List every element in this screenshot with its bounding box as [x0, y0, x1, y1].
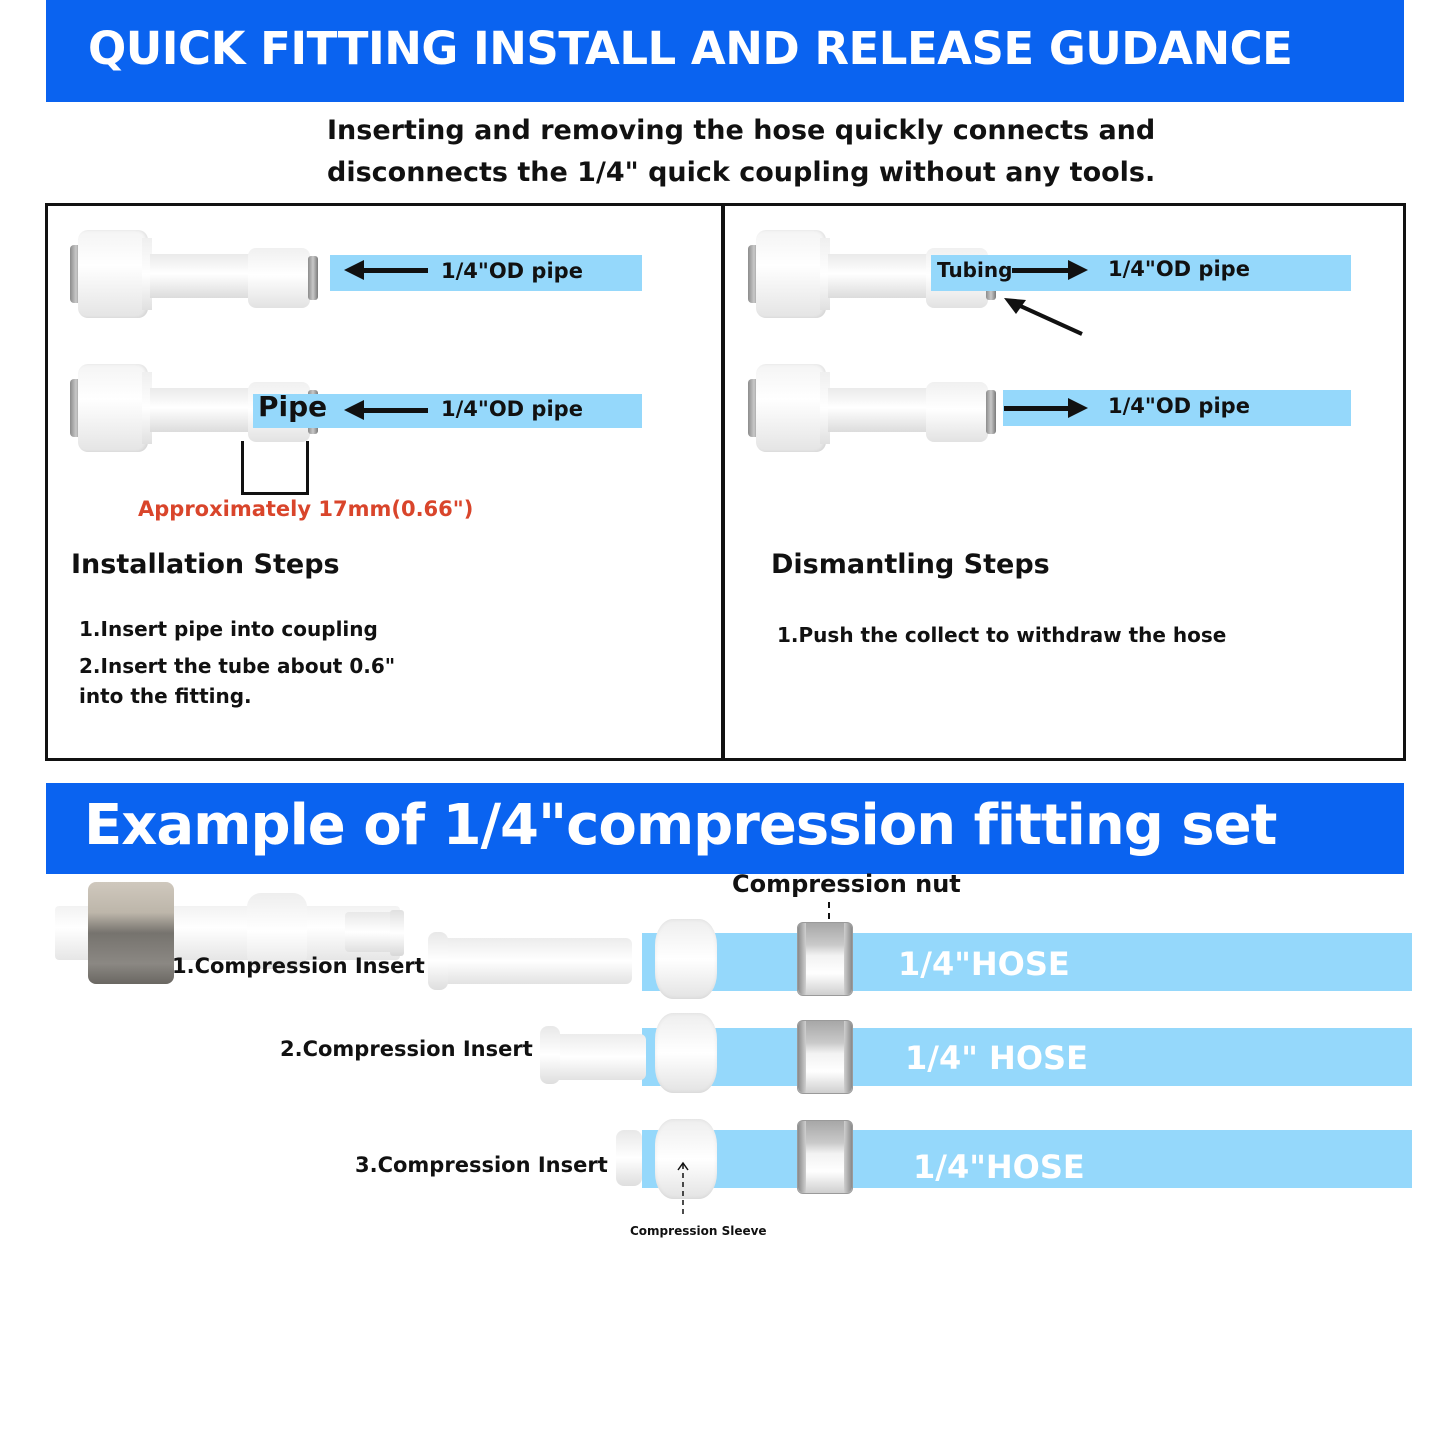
compression-sleeve-icon: [655, 919, 717, 999]
hose-bar-1: [642, 933, 1412, 991]
up-arrow-icon: [677, 1161, 689, 1218]
insert-flange-icon: [616, 1130, 642, 1186]
pipe-bar: [330, 255, 642, 291]
quick-fitting-icon: [748, 352, 998, 462]
header-subtitle: Inserting and removing the hose quickly …: [327, 110, 1155, 194]
compression-sleeve-callout: Compression Sleeve: [630, 1224, 767, 1238]
compression-nut-callout: Compression nut: [732, 870, 961, 898]
hose-label-1: 1/4"HOSE: [898, 945, 1070, 983]
compression-banner: Example of 1/4"compression fitting set: [46, 783, 1404, 874]
insert-flange-icon: [428, 932, 448, 990]
installation-title: Installation Steps: [71, 549, 340, 580]
dimension-note: Approximately 17mm(0.66"): [138, 497, 474, 521]
arrow-right-icon: [1004, 398, 1088, 418]
installation-step-1: 1.Insert pipe into coupling: [79, 617, 378, 641]
pipe-label: 1/4"OD pipe: [1108, 257, 1250, 281]
insert-photo: [345, 912, 395, 952]
insert-label-3: 3.Compression Insert: [355, 1153, 608, 1177]
pipe-label: 1/4"OD pipe: [441, 397, 583, 421]
compression-nut-icon: [797, 922, 853, 996]
sleeve-photo: [247, 893, 307, 969]
hose-label-3: 1/4"HOSE: [913, 1148, 1085, 1186]
compression-insert-icon: [550, 1034, 646, 1080]
compression-insert-icon: [440, 938, 632, 984]
compression-nut-icon: [797, 1020, 853, 1094]
pipe-tag: Pipe: [258, 390, 328, 423]
dimension-bracket: [241, 441, 309, 495]
compression-nut-icon: [797, 1120, 853, 1194]
compression-sleeve-icon: [655, 1119, 717, 1199]
installation-step-2-cont: into the fitting.: [79, 684, 252, 708]
pipe-label: 1/4"OD pipe: [1108, 394, 1250, 418]
page-title: QUICK FITTING INSTALL AND RELEASE GUDANC…: [88, 22, 1293, 75]
dismantling-title: Dismantling Steps: [771, 549, 1050, 580]
compression-title: Example of 1/4"compression fitting set: [84, 793, 1277, 858]
compression-sleeve-icon: [655, 1013, 717, 1093]
installation-step-2: 2.Insert the tube about 0.6": [79, 654, 396, 678]
insert-flange-icon: [540, 1026, 560, 1084]
tubing-tag: Tubing: [937, 258, 1013, 282]
hose-bar-3: [642, 1130, 1412, 1188]
hose-label-2: 1/4" HOSE: [905, 1039, 1088, 1077]
arrow-right-icon: [1012, 260, 1088, 280]
insert-label-2: 2.Compression Insert: [280, 1037, 533, 1061]
insert-label-1: 1.Compression Insert: [172, 954, 425, 978]
subtitle-line-2: disconnects the 1/4" quick coupling with…: [327, 157, 1156, 188]
subtitle-line-1: Inserting and removing the hose quickly …: [327, 115, 1156, 146]
hose-bar-2: [642, 1028, 1412, 1086]
header-banner: QUICK FITTING INSTALL AND RELEASE GUDANC…: [46, 0, 1404, 102]
quick-fitting-icon: [70, 218, 320, 328]
insert-flange-photo: [390, 910, 404, 956]
dismantling-step-1: 1.Push the collect to withdraw the hose: [777, 623, 1227, 647]
arrow-left-icon: [344, 260, 428, 280]
arrow-left-icon: [344, 400, 428, 420]
diagonal-arrow-icon: [1004, 298, 1083, 336]
brass-nut-photo: [88, 882, 174, 984]
pipe-bar: [931, 255, 1351, 291]
pipe-label: 1/4"OD pipe: [441, 259, 583, 283]
panel-divider: [721, 203, 725, 761]
pipe-bar: [253, 394, 642, 428]
